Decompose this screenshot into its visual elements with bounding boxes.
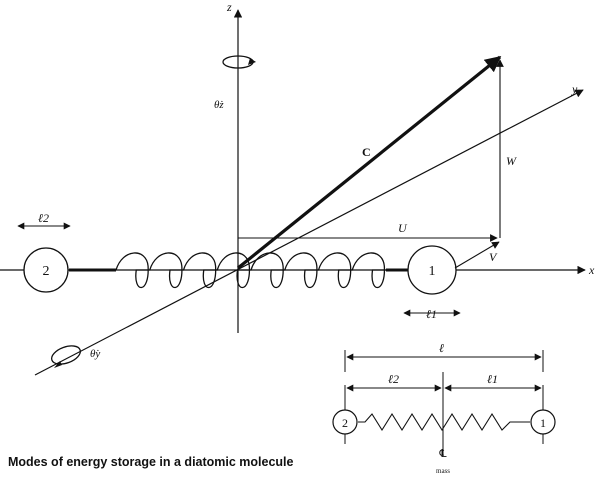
y-rotation-label: θ̇y [90, 348, 100, 360]
vector-c-label: C [362, 145, 371, 159]
y-axis-label: y [571, 82, 578, 96]
vector-w-label: W [506, 154, 517, 168]
y-rotation-arrow [50, 345, 82, 368]
vector-u-label: U [398, 221, 408, 235]
y-axis [34, 89, 584, 376]
atom-1-label: 1 [429, 264, 436, 279]
dimension-l1-label: ℓ1 [426, 307, 437, 321]
inset-diagram [344, 350, 544, 455]
vector-c [236, 55, 502, 270]
atom-2 [23, 247, 69, 293]
inset-atom-2-label: 2 [342, 416, 348, 430]
atom-2-label: 2 [43, 264, 50, 279]
inset-atom-2 [332, 409, 358, 435]
inset-l2-label: ℓ2 [388, 372, 399, 386]
inset-total-label: ℓ [439, 341, 444, 355]
inset-atom-1-label: 1 [540, 416, 546, 430]
z-rotation-label: θ̇z [214, 99, 224, 111]
atom-1 [407, 245, 457, 295]
inset-atom-1 [530, 409, 556, 435]
bond-spring [69, 252, 408, 289]
figure-caption: Modes of energy storage in a diatomic mo… [8, 455, 294, 469]
center-of-mass-label: ℄ [438, 448, 446, 460]
z-axis-label: z [226, 0, 232, 14]
inset-l1-label: ℓ1 [487, 372, 498, 386]
z-rotation-arrow [222, 55, 256, 69]
vector-v [454, 241, 500, 269]
x-axis-label: x [588, 263, 595, 277]
dimension-l2-label: ℓ2 [38, 211, 49, 225]
vector-v-label: V [489, 250, 498, 264]
center-of-mass-sublabel: mass [436, 467, 450, 475]
